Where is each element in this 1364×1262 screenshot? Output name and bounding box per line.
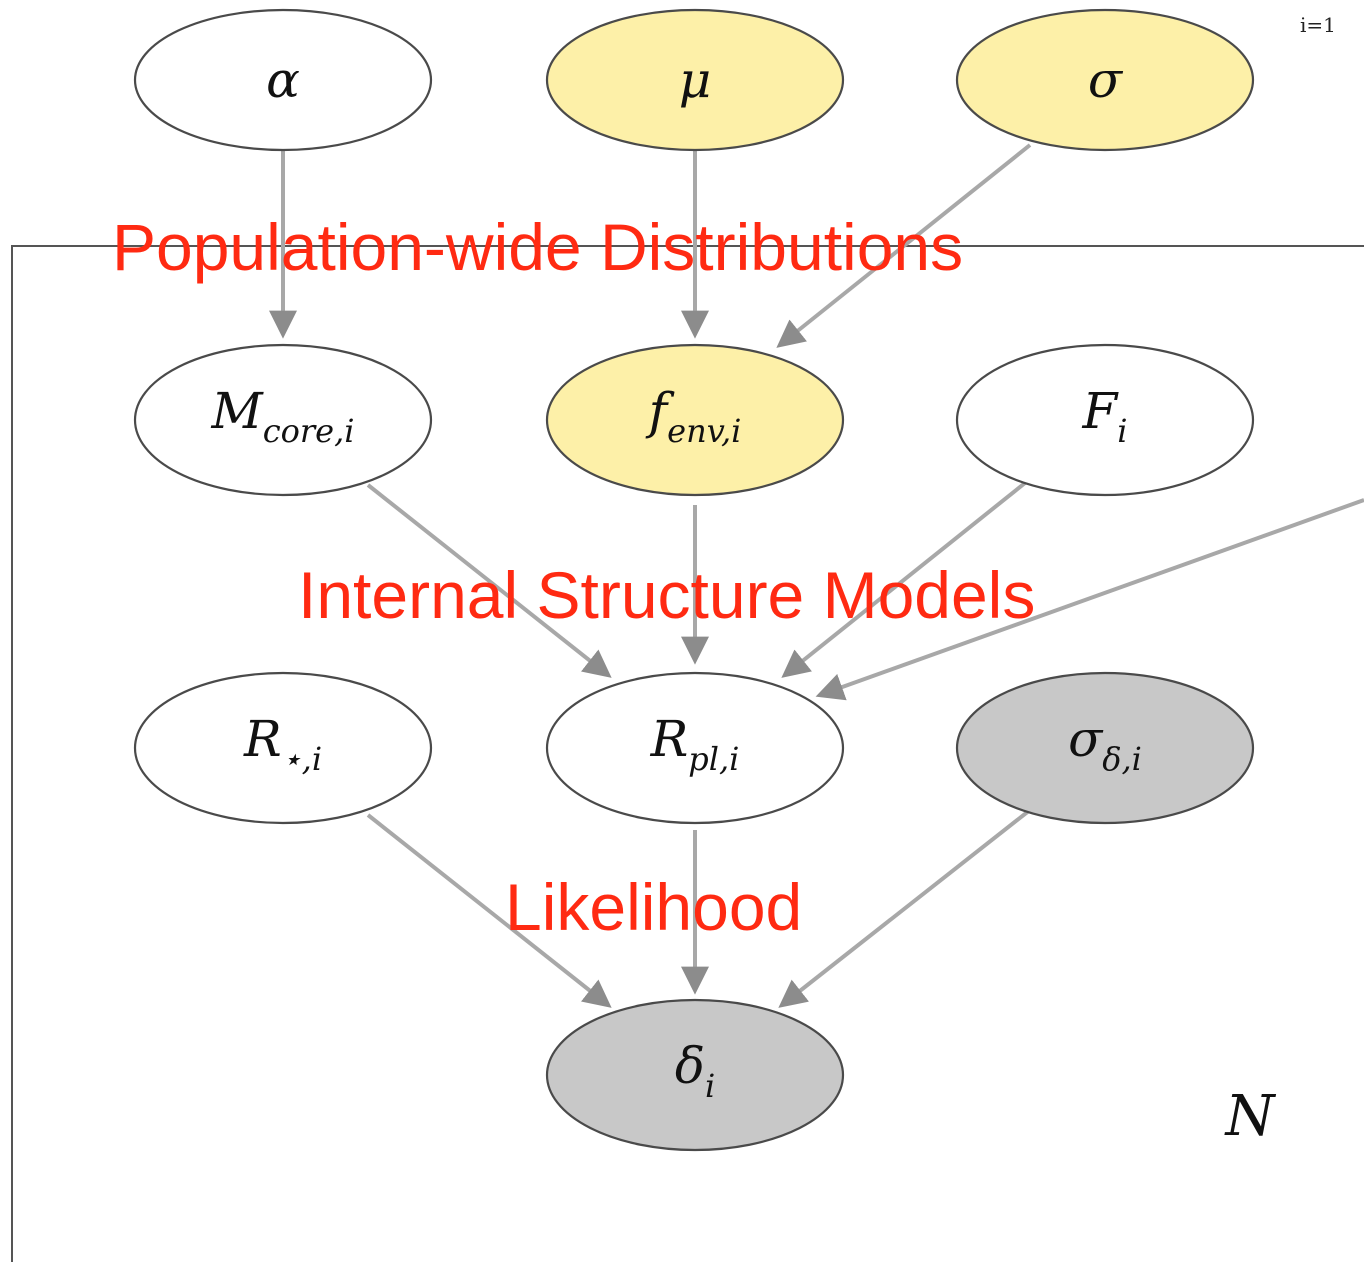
node-sigma-delta-shape <box>955 671 1255 825</box>
edge-mcore-rpl <box>366 483 612 678</box>
node-r-star-shape <box>133 671 433 825</box>
annotation-internal: Internal Structure Models <box>298 558 1035 632</box>
node-sigma: σ <box>955 8 1255 152</box>
node-sigma-shape <box>955 8 1255 152</box>
edges <box>269 143 1364 1008</box>
edge-sigma-fenv <box>776 143 1032 348</box>
node-sigma-delta-label: σδ,i <box>1068 710 1142 778</box>
plate-label: N <box>1224 1084 1277 1149</box>
node-f-i: Fi <box>955 343 1255 497</box>
node-mu: μ <box>545 8 845 152</box>
annotation-population: Population-wide Distributions <box>112 210 963 284</box>
node-r-pl-label: Rpl,i <box>650 710 740 778</box>
node-f-i-shape <box>955 343 1255 497</box>
node-f-env: fenv,i <box>545 343 845 497</box>
node-delta-label: δi <box>675 1037 715 1105</box>
node-f-i-label: Fi <box>1082 382 1128 450</box>
node-alpha: α <box>133 8 433 152</box>
node-sigma-label: σ <box>1088 51 1124 109</box>
plate-frame <box>11 245 1364 1262</box>
node-delta: δi <box>545 998 845 1152</box>
node-r-star: R⋆,i <box>133 671 433 825</box>
edge-sigmadelta-delta <box>778 808 1032 1008</box>
node-alpha-label: α <box>266 51 300 109</box>
edge-rstar-delta <box>366 813 612 1008</box>
node-sigma-delta: σδ,i <box>955 671 1255 825</box>
node-m-core-label: Mcore,i <box>210 382 354 450</box>
node-f-env-shape <box>545 343 845 497</box>
node-mu-label: μ <box>679 51 712 109</box>
node-mu-shape <box>545 8 845 152</box>
node-delta-shape <box>545 998 845 1152</box>
node-r-pl: Rpl,i <box>545 671 845 825</box>
plate-index-label: i=1 <box>1300 13 1336 37</box>
node-m-core: Mcore,i <box>133 343 433 497</box>
node-f-env-label: fenv,i <box>645 382 742 450</box>
annotation-likelihood: Likelihood <box>505 870 802 944</box>
node-alpha-shape <box>133 8 433 152</box>
edge-fi-rpl <box>781 481 1027 678</box>
node-m-core-shape <box>133 343 433 497</box>
edge-external-rpl <box>815 498 1364 701</box>
node-r-pl-shape <box>545 671 845 825</box>
node-r-star-label: R⋆,i <box>243 710 322 778</box>
